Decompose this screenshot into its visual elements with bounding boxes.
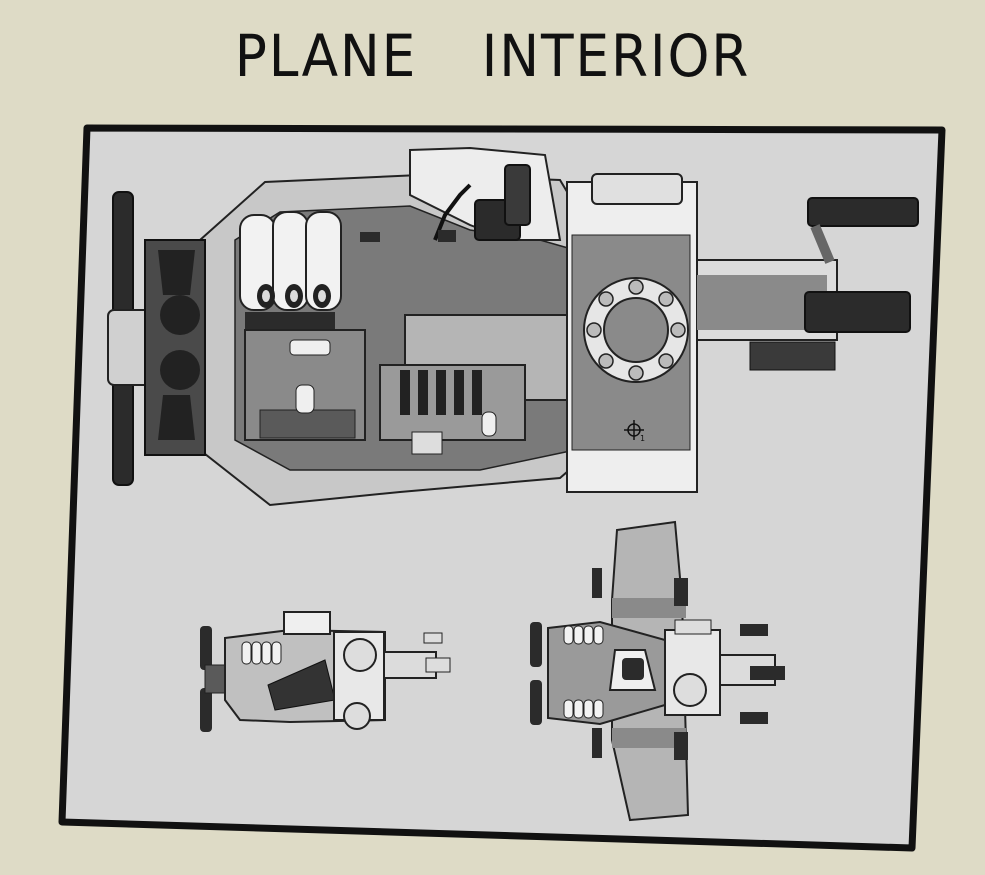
gearbox-slots (400, 370, 482, 415)
top-cylinders-lower (563, 699, 604, 719)
engine-gauge (289, 339, 331, 356)
top-turret-cap (674, 619, 712, 635)
radiator-vane-2 (158, 395, 195, 440)
turret-center (603, 297, 669, 363)
top-prop-blade-bottom (530, 680, 542, 725)
side-tail-fin (423, 632, 443, 644)
side-nose (204, 664, 228, 694)
title-word-plane: PLANE (234, 22, 418, 90)
top-tailplane-bottom (740, 712, 768, 724)
top-tail-fin (750, 666, 785, 680)
side-turret-ring (343, 638, 377, 672)
top-prop-blade-top (530, 622, 542, 667)
top-turret-box (664, 629, 721, 716)
side-prop-bottom (200, 688, 212, 732)
engine-panel (259, 409, 356, 439)
top-wing-stripe-bottom (612, 728, 686, 748)
control-stick (433, 183, 472, 241)
top-wingtip-top (674, 578, 688, 606)
cursor-label: 1 (640, 434, 645, 443)
propeller-blade-top (112, 191, 134, 323)
tail-strut (810, 224, 835, 264)
top-engine-pod-bottom (592, 728, 602, 758)
top-engine-pod-top (592, 568, 602, 598)
pedal-right (438, 230, 456, 242)
small-plane-top (530, 520, 785, 822)
title-word-interior: INTERIOR (481, 22, 751, 90)
seat-back (504, 164, 531, 226)
large-plane-interior (107, 146, 919, 507)
page-title: PLANE INTERIOR (39, 22, 945, 90)
wing-top-box (591, 173, 683, 205)
side-wheel (343, 702, 371, 730)
cabin-canister (481, 411, 497, 437)
top-tailplane-top (740, 624, 768, 636)
top-cylinders-upper (563, 625, 604, 645)
crosshair-icon (624, 420, 644, 440)
small-plane-side (200, 611, 451, 732)
side-canopy (283, 611, 331, 635)
top-cockpit-seat (622, 658, 644, 680)
engine-cylinders (239, 211, 342, 330)
engine-filter (295, 384, 315, 414)
turret-bolts (586, 279, 686, 381)
tail-grille (749, 341, 836, 371)
tailplane-top (807, 197, 919, 227)
pedal-left (360, 232, 380, 242)
side-tail-plane (425, 657, 451, 673)
tailplane-bottom (804, 291, 911, 333)
side-prop-top (200, 626, 212, 670)
top-wing-stripe-top (612, 598, 686, 618)
top-wingtip-bottom (674, 732, 688, 760)
cabin-box (411, 431, 443, 455)
side-cylinders (241, 641, 282, 665)
radiator-cylinder-2 (160, 350, 200, 390)
radiator-cylinder-1 (160, 295, 200, 335)
top-turret-ring (673, 673, 707, 707)
radiator-vane-1 (158, 250, 195, 295)
